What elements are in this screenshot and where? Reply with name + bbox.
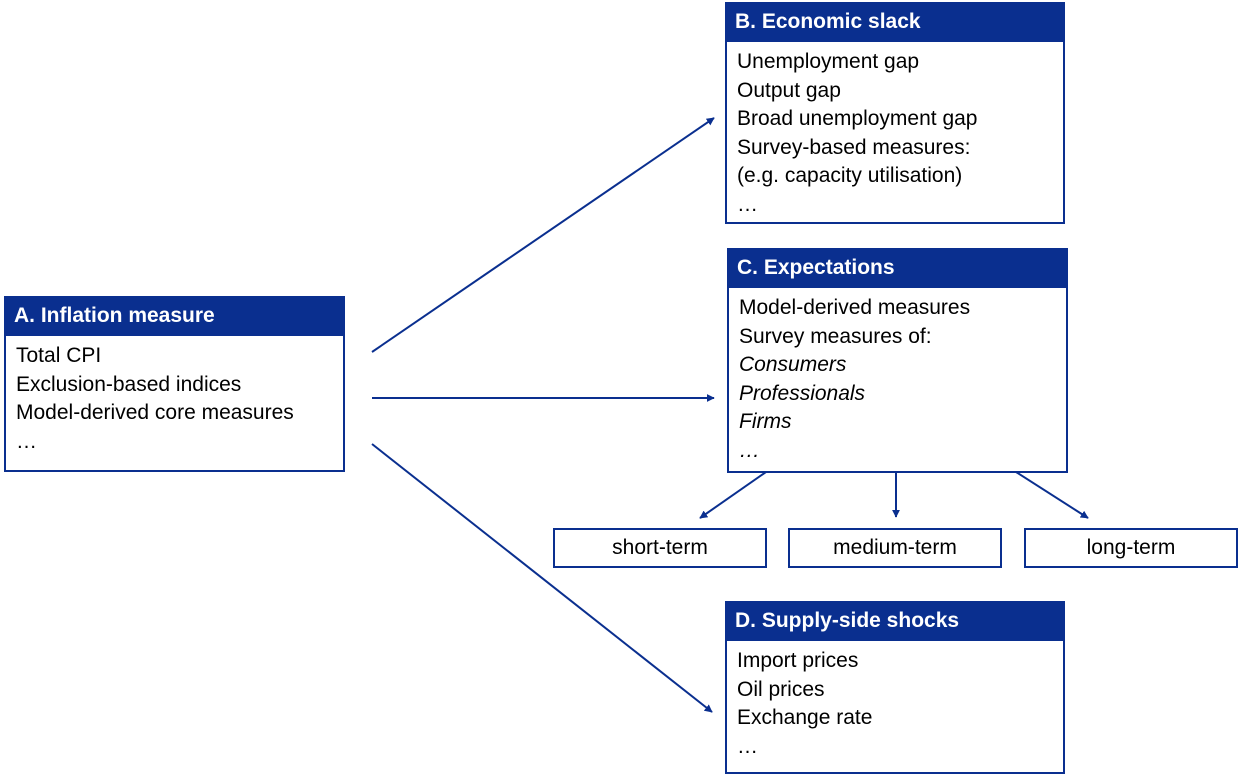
list-item: Model-derived measures <box>739 296 971 319</box>
arrow-a-to-b <box>371 117 715 353</box>
economic-slack-list: Unemployment gap Output gap Broad unempl… <box>727 42 1063 220</box>
supply-side-shocks-list: Import prices Oil prices Exchange rate … <box>727 641 1063 761</box>
arrow-c-to-short-term <box>699 471 767 519</box>
supply-side-shocks-title: D. Supply-side shocks <box>725 601 1065 641</box>
list-item: Broad unemployment gap <box>737 107 978 131</box>
list-item: … <box>737 734 758 758</box>
list-item: (e.g. capacity utilisation) <box>737 164 963 188</box>
list-item: Import prices <box>737 649 859 672</box>
long-term-box: long-term <box>1024 528 1238 568</box>
inflation-measure-list: Total CPI Exclusion-based indices Model-… <box>6 336 343 456</box>
list-item: … <box>16 429 37 453</box>
arrow-a-to-d <box>371 443 713 713</box>
list-item: … <box>737 192 758 216</box>
list-item: Survey-based measures: <box>737 135 971 159</box>
list-item: Oil prices <box>737 677 825 701</box>
list-item: … <box>739 438 760 462</box>
supply-side-shocks-box: D. Supply-side shocks Import prices Oil … <box>725 601 1065 774</box>
medium-term-box: medium-term <box>788 528 1002 568</box>
list-item: Unemployment gap <box>737 50 920 73</box>
list-item: Output gap <box>737 78 841 102</box>
economic-slack-box: B. Economic slack Unemployment gap Outpu… <box>725 2 1065 224</box>
economic-slack-title: B. Economic slack <box>725 2 1065 42</box>
expectations-title: C. Expectations <box>727 248 1068 288</box>
short-term-box: short-term <box>553 528 767 568</box>
list-item: Consumers <box>739 353 847 377</box>
list-item: Total CPI <box>16 344 102 367</box>
list-item: Model-derived core measures <box>16 401 294 425</box>
list-item: Exchange rate <box>737 706 873 730</box>
inflation-measure-box: A. Inflation measure Total CPI Exclusion… <box>4 296 345 472</box>
expectations-box: C. Expectations Model-derived measures S… <box>727 248 1068 473</box>
list-item: Professionals <box>739 381 866 405</box>
arrow-c-to-long-term <box>1015 471 1089 519</box>
expectations-list: Model-derived measures Survey measures o… <box>729 288 1066 466</box>
list-item: Exclusion-based indices <box>16 372 242 396</box>
list-item: Firms <box>739 410 792 434</box>
inflation-measure-title: A. Inflation measure <box>4 296 345 336</box>
list-item: Survey measures of: <box>739 324 932 348</box>
